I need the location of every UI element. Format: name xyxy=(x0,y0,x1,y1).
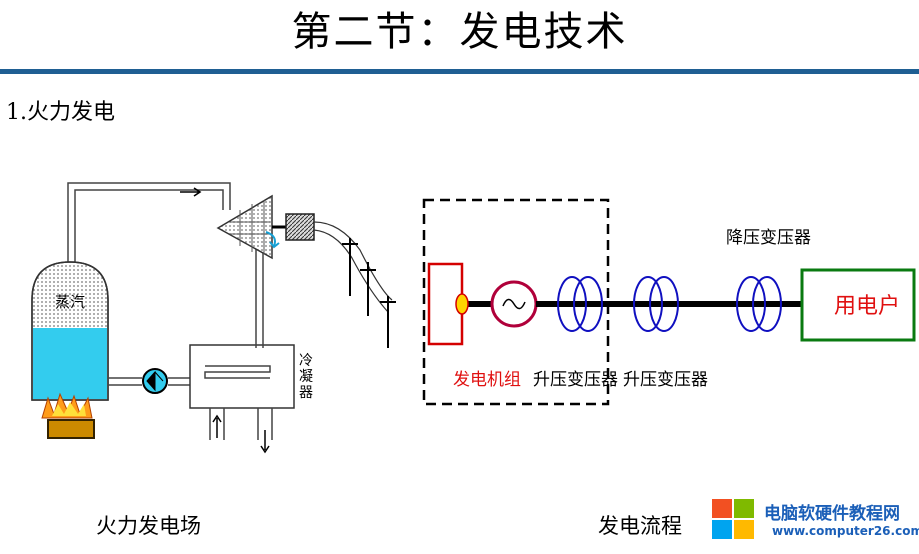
condenser-label-char-3: 器 xyxy=(299,385,313,401)
generator-shaft-glow xyxy=(455,293,469,315)
stepup-transformer-1-label: 升压变压器 xyxy=(533,370,618,390)
pump-icon xyxy=(142,368,168,394)
stepup-transformer-1-icon xyxy=(557,276,603,332)
condenser-label-char-1: 冷 xyxy=(299,353,313,369)
rotation-arrow-icon xyxy=(265,231,280,249)
pylon-icon xyxy=(342,238,396,348)
page-title: 第二节：发电技术 xyxy=(291,9,628,55)
plant-generator xyxy=(285,213,315,241)
stepup-transformer-2-icon xyxy=(633,276,679,332)
generator-unit-boundary xyxy=(422,198,610,406)
boiler xyxy=(31,261,109,401)
thermal-plant: 蒸汽 冷 凝 器 xyxy=(31,182,396,454)
condenser xyxy=(189,344,295,454)
title-divider xyxy=(0,69,919,74)
watermark-url: www.computer26.com xyxy=(772,524,919,538)
plant-caption: 火力发电场 xyxy=(96,514,201,538)
generator-unit-label: 发电机组 xyxy=(453,370,521,390)
ac-generator-icon xyxy=(490,280,538,328)
section-heading: 1.火力发电 xyxy=(6,100,115,125)
stepdown-transformer-label: 降压变压器 xyxy=(726,228,811,248)
condenser-label-char-2: 凝 xyxy=(299,369,313,385)
stepup-transformer-2-label: 升压变压器 xyxy=(623,370,708,390)
consumer-box xyxy=(800,268,916,342)
watermark-text: 电脑软硬件教程网 xyxy=(764,504,900,524)
stepdown-transformer-icon xyxy=(736,276,782,332)
flame-icon xyxy=(41,392,93,419)
steam-label: 蒸汽 xyxy=(55,293,85,311)
exhaust-pipe xyxy=(255,240,264,348)
steam-pipe xyxy=(67,182,231,268)
turbine-icon xyxy=(216,194,273,260)
transmission-lines xyxy=(313,221,393,313)
burner xyxy=(47,419,95,439)
flow-caption: 发电流程 xyxy=(598,514,682,538)
generation-flow: 发电机组 升压变压器 升压变压器 降压变压器 用电户 xyxy=(422,198,916,406)
windows-logo-icon xyxy=(712,499,754,539)
condenser-label: 冷 凝 器 xyxy=(299,353,313,401)
flow-arrow-icon xyxy=(180,187,202,197)
consumer-label: 用电户 xyxy=(834,294,900,319)
